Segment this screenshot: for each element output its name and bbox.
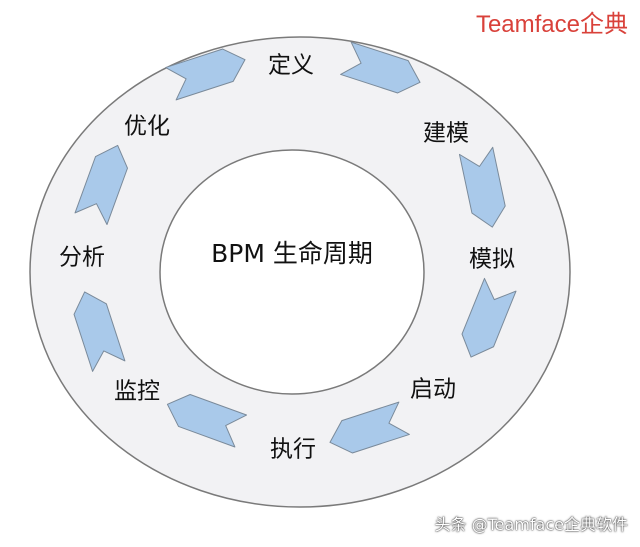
ring-inner-edge: [159, 149, 425, 395]
stage-label-execute: 执行: [270, 437, 316, 463]
arrow-analyze: [73, 291, 126, 372]
ring-outer-edge: [29, 36, 571, 508]
arrow-define: [165, 48, 246, 101]
stage-label-define: 定义: [268, 53, 314, 79]
stage-label-analyze: 分析: [59, 245, 105, 271]
stage-label-model: 建模: [423, 121, 469, 147]
arrow-group: [73, 41, 517, 454]
arrow-model: [340, 41, 421, 94]
brand-name-en: Teamface: [475, 11, 580, 38]
arrow-optimize: [74, 144, 128, 226]
brand-logo: Teamface企典: [476, 10, 628, 40]
arrow-simulate: [458, 146, 506, 228]
brand-name-cn: 企典: [580, 11, 628, 38]
lifecycle-ring: [30, 37, 570, 507]
arrow-execute: [329, 401, 410, 454]
stage-label-monitor: 监控: [114, 379, 160, 405]
center-title: BPM 生命周期: [211, 239, 373, 268]
stage-label-optimize: 优化: [124, 114, 170, 140]
stage-label-launch: 启动: [410, 377, 456, 403]
arrow-launch: [461, 277, 517, 358]
stage-label-simulate: 模拟: [469, 247, 515, 273]
watermark: 头条 @Teamface企典软件: [434, 515, 628, 534]
arrow-monitor: [166, 394, 248, 448]
